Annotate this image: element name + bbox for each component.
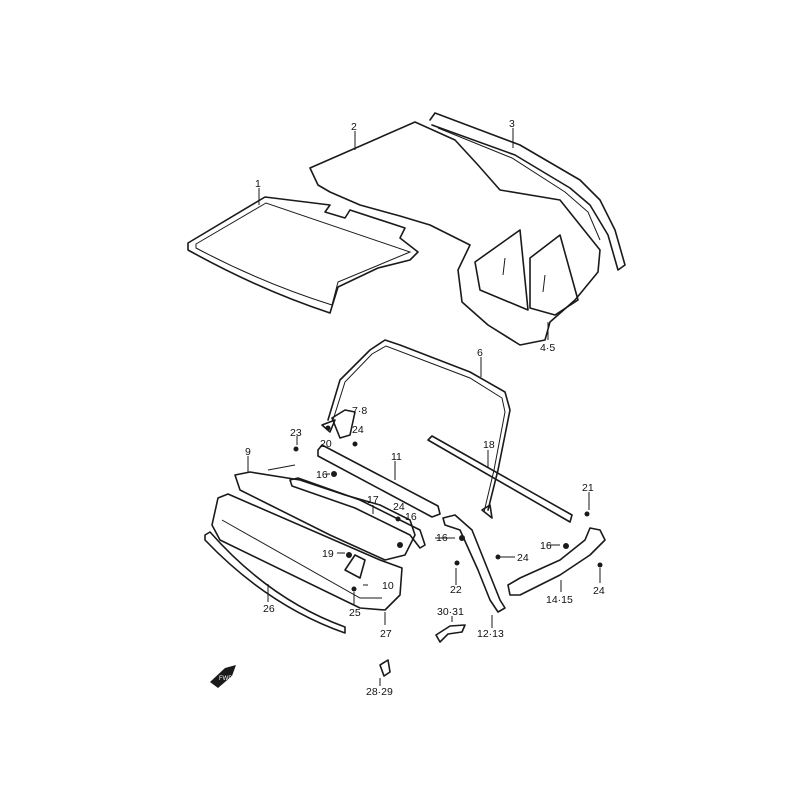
label-19: 19 bbox=[322, 548, 334, 560]
part-1-roof-panel bbox=[187, 196, 419, 314]
part-11-rail bbox=[317, 444, 441, 518]
fasteners bbox=[293, 425, 603, 592]
part-9-frame bbox=[234, 471, 416, 561]
label-16: 16 bbox=[436, 532, 448, 544]
label-16: 16 bbox=[316, 469, 328, 481]
label-16: 16 bbox=[405, 511, 417, 523]
part-17-rail bbox=[289, 477, 426, 549]
part-6-top-bow bbox=[321, 339, 511, 519]
part-labels: 1 2 3 4·5 6 7·8 20 24 23 9 16 11 18 17 2… bbox=[245, 118, 605, 698]
label-9: 9 bbox=[245, 446, 251, 458]
part-7-8-bracket bbox=[331, 409, 356, 439]
label-24: 24 bbox=[517, 552, 529, 564]
label-27: 27 bbox=[380, 628, 392, 640]
label-11: 11 bbox=[391, 451, 402, 463]
part-26-strip bbox=[204, 531, 346, 634]
label-7-8: 7·8 bbox=[352, 405, 367, 417]
label-28-29: 28·29 bbox=[366, 686, 393, 698]
label-16: 16 bbox=[540, 540, 552, 552]
label-4-5: 4·5 bbox=[540, 342, 555, 354]
label-2: 2 bbox=[351, 121, 357, 133]
label-12-13: 12·13 bbox=[477, 628, 504, 640]
part-18-weatherstrip bbox=[427, 435, 573, 523]
part-28-29-clip bbox=[379, 659, 391, 677]
label-23: 23 bbox=[290, 427, 302, 439]
svg-text:FWD: FWD bbox=[219, 676, 233, 682]
label-22: 22 bbox=[450, 584, 462, 596]
label-24: 24 bbox=[593, 585, 605, 597]
label-14-15: 14·15 bbox=[546, 594, 573, 606]
part-14-15-rail bbox=[507, 527, 606, 596]
leader-lines bbox=[247, 128, 601, 686]
part-3-rail bbox=[429, 112, 626, 271]
label-18: 18 bbox=[483, 439, 495, 451]
part-10-bracket bbox=[344, 554, 366, 579]
label-17: 17 bbox=[367, 494, 379, 506]
part-27-seal bbox=[211, 493, 403, 611]
label-21: 21 bbox=[582, 482, 594, 494]
fwd-arrow-icon: FWD bbox=[210, 665, 236, 688]
label-10: 10 bbox=[382, 580, 394, 592]
label-25: 25 bbox=[349, 607, 361, 619]
label-26: 26 bbox=[263, 603, 275, 615]
part-12-13-pillar bbox=[442, 514, 506, 613]
part-2-soft-top bbox=[309, 121, 601, 346]
label-24: 24 bbox=[393, 501, 405, 513]
label-1: 1 bbox=[255, 178, 261, 190]
label-30-31: 30·31 bbox=[437, 606, 464, 618]
label-6: 6 bbox=[477, 347, 483, 359]
label-3: 3 bbox=[509, 118, 515, 130]
label-24: 24 bbox=[352, 424, 364, 436]
label-20: 20 bbox=[320, 438, 332, 450]
part-30-31-cap bbox=[435, 624, 466, 643]
